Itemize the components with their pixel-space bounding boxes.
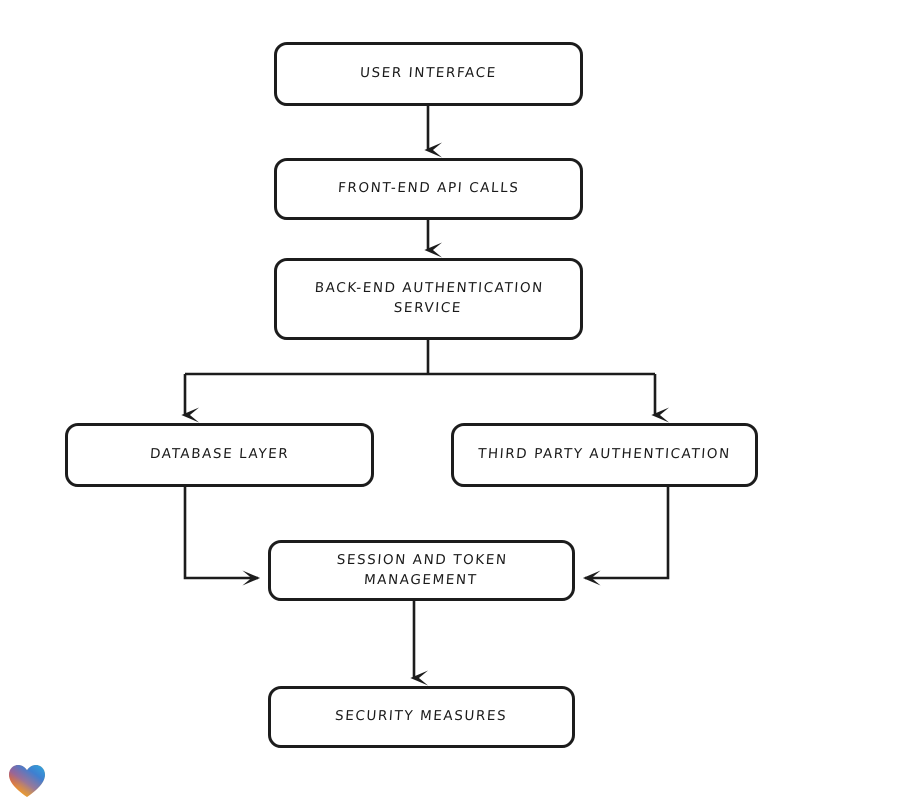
node-session-and-token-management[interactable]: Session and Token Management xyxy=(268,540,575,601)
heart-icon xyxy=(9,765,45,797)
edge-thirdparty-to-session xyxy=(582,487,670,586)
node-third-party-authentication-label: Third Party Authentication xyxy=(477,446,732,463)
edge-database-to-session xyxy=(183,487,261,586)
node-backend-authentication-service[interactable]: Back-End Authentication Service xyxy=(274,258,583,340)
node-database-layer[interactable]: Database Layer xyxy=(65,423,374,487)
node-user-interface[interactable]: User Interface xyxy=(274,42,583,106)
node-database-layer-label: Database Layer xyxy=(149,446,290,463)
node-third-party-authentication[interactable]: Third Party Authentication xyxy=(451,423,758,487)
node-security-measures-label: Security Measures xyxy=(334,708,509,725)
node-backend-authentication-service-label: Back-End Authentication Service xyxy=(314,280,545,316)
node-frontend-api-calls-label: Front-End API Calls xyxy=(337,180,520,197)
node-security-measures[interactable]: Security Measures xyxy=(268,686,575,748)
node-session-and-token-management-label: Session and Token Management xyxy=(336,551,509,588)
node-frontend-api-calls[interactable]: Front-End API Calls xyxy=(274,158,583,220)
node-user-interface-label: User Interface xyxy=(359,65,498,82)
